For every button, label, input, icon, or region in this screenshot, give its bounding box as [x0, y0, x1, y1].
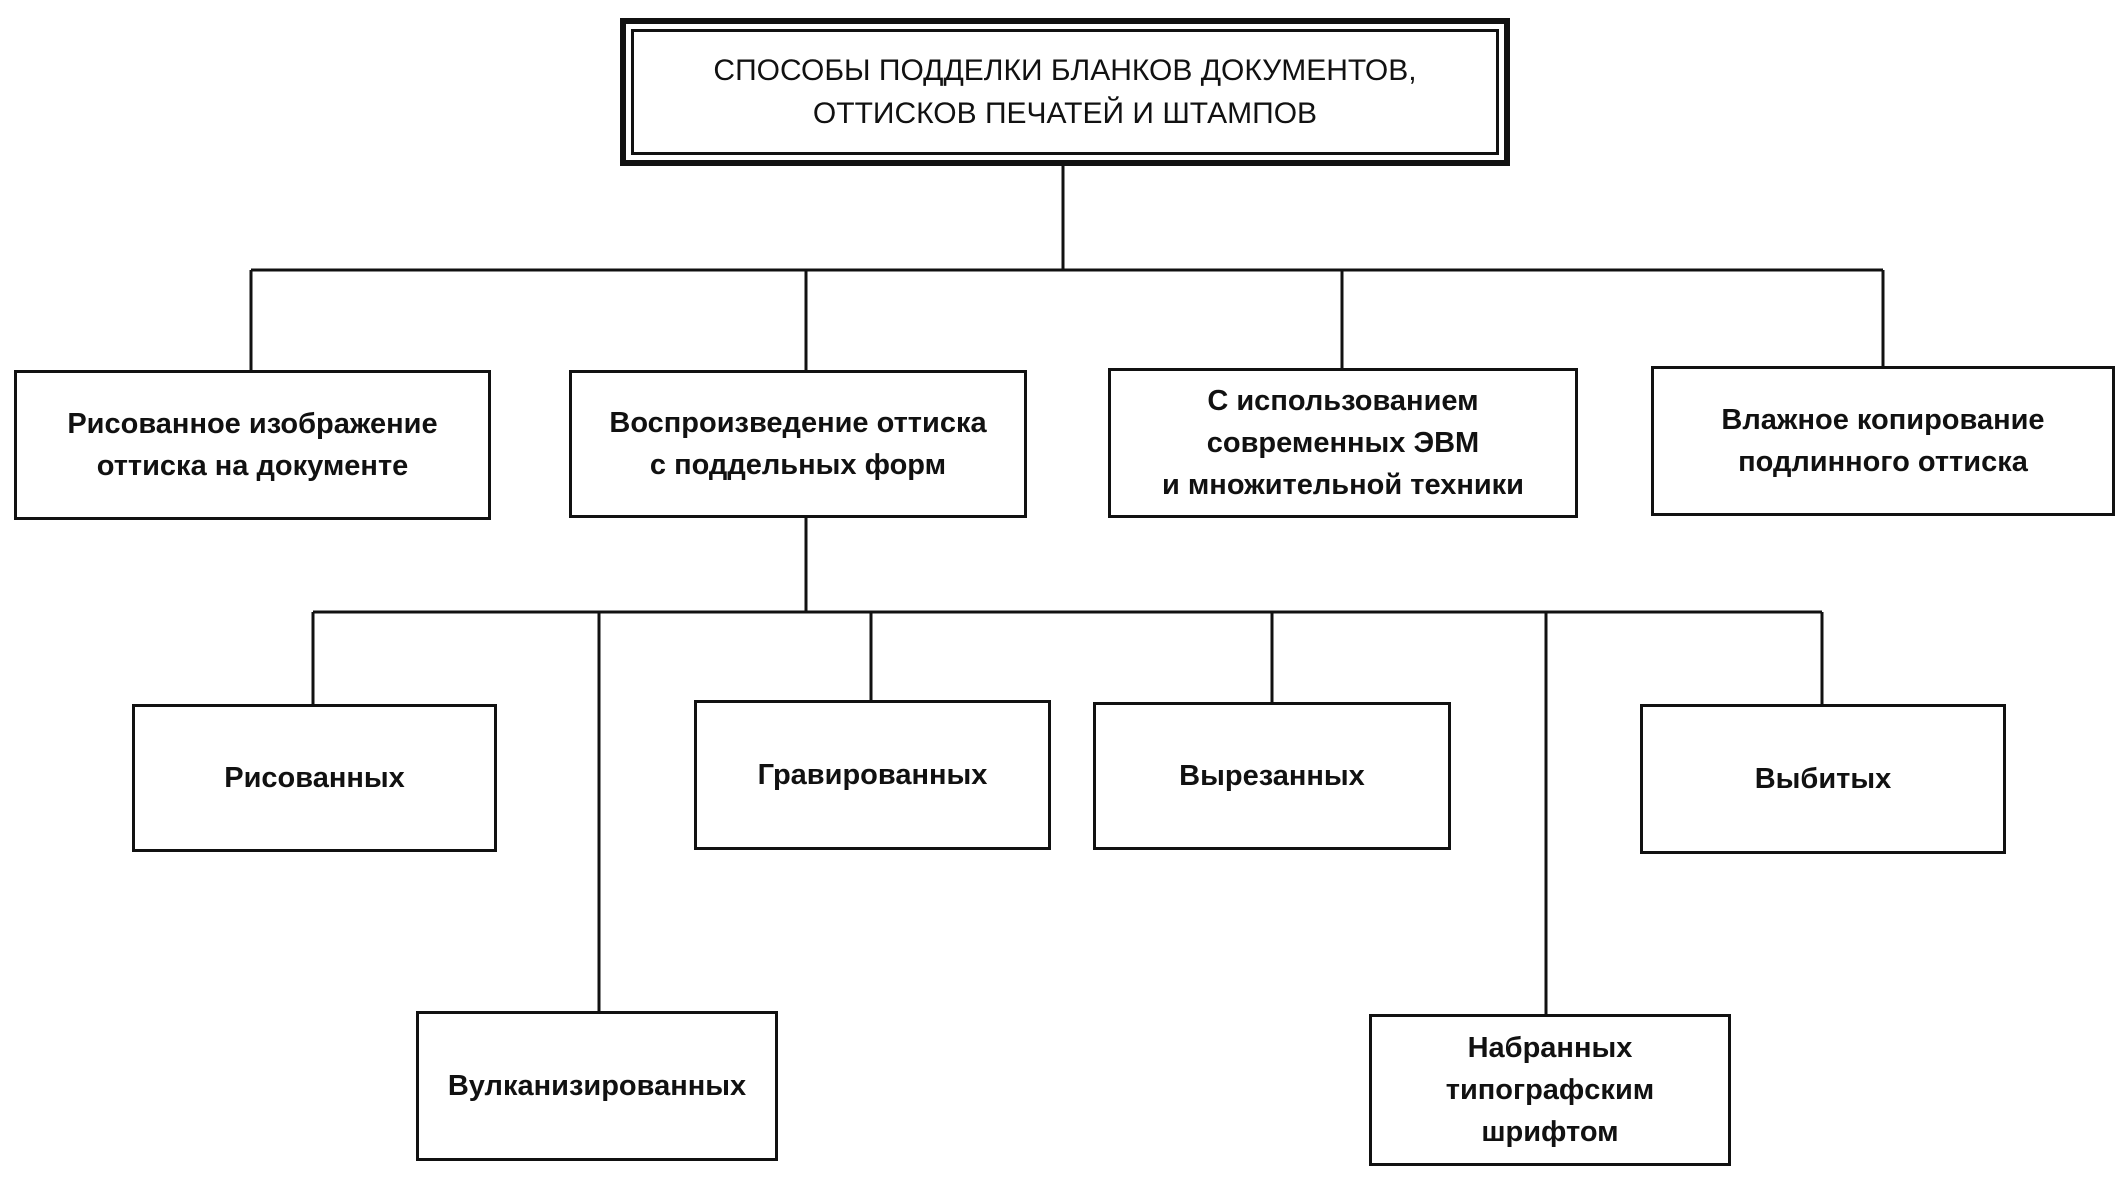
node-cut: Вырезанных: [1093, 702, 1451, 850]
node-computer-technology: С использованием современных ЭВМ и множи…: [1108, 368, 1578, 518]
node-engraved: Гравированных: [694, 700, 1051, 850]
root-title: СПОСОБЫ ПОДДЕЛКИ БЛАНКОВ ДОКУМЕНТОВ, ОТТ…: [631, 29, 1499, 155]
node-forged-forms: Воспроизведение оттиска с поддельных фор…: [569, 370, 1027, 518]
root-title-box: СПОСОБЫ ПОДДЕЛКИ БЛАНКОВ ДОКУМЕНТОВ, ОТТ…: [620, 18, 1510, 166]
node-drawn-impression: Рисованное изображение оттиска на докуме…: [14, 370, 491, 520]
node-drawn: Рисованных: [132, 704, 497, 852]
node-vulcanized: Вулканизированных: [416, 1011, 778, 1161]
node-wet-copying: Влажное копирование подлинного оттиска: [1651, 366, 2115, 516]
node-embossed: Выбитых: [1640, 704, 2006, 854]
node-typeset: Набранных типографским шрифтом: [1369, 1014, 1731, 1166]
